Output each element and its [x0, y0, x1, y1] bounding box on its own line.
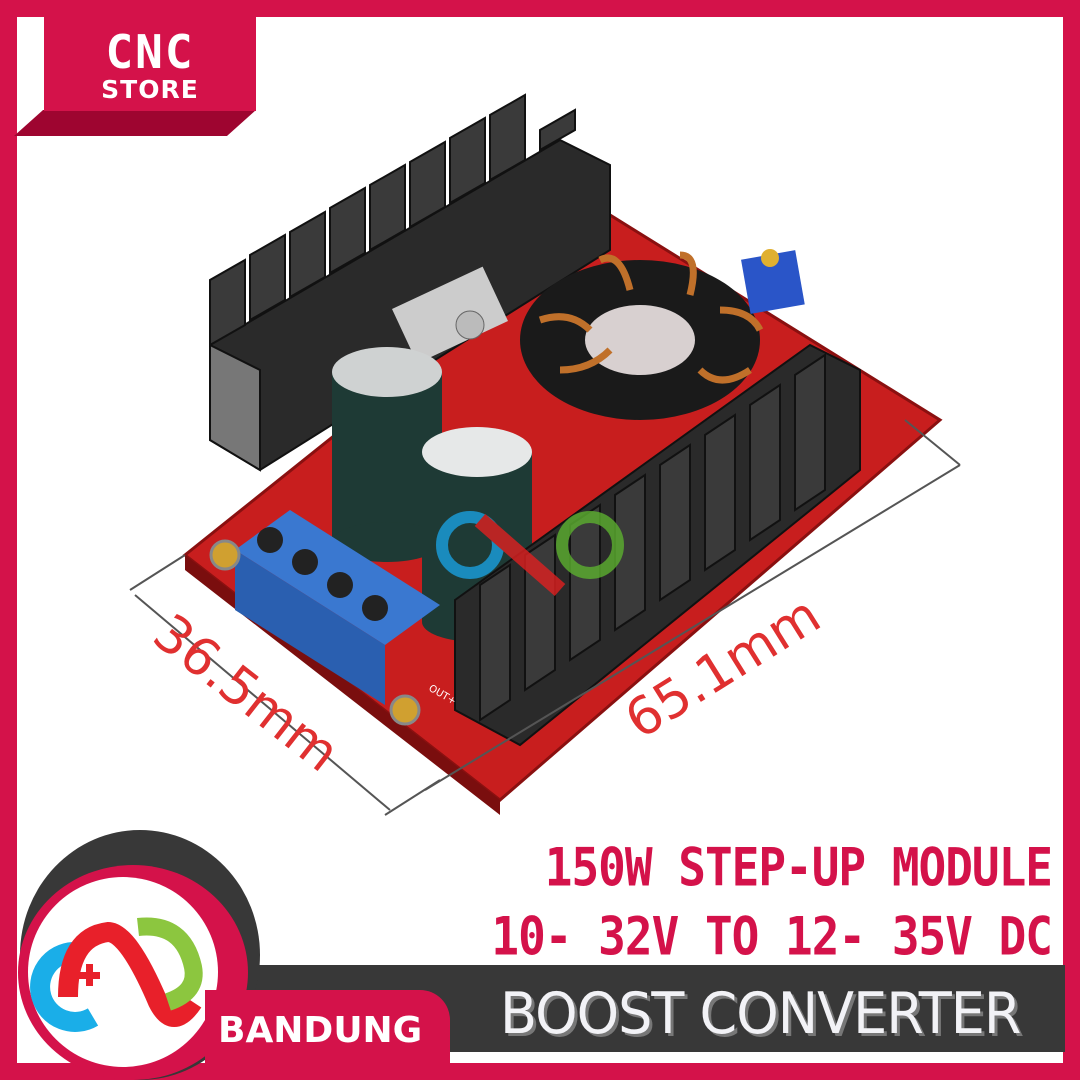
logo-line2: STORE	[101, 75, 199, 104]
watermark-logo	[436, 511, 624, 597]
logo-shadow	[14, 110, 256, 136]
city-label: BANDUNG	[218, 1010, 423, 1051]
headline-line2: 10- 32V TO 12- 35V DC	[491, 905, 1053, 968]
city-tab	[205, 990, 450, 1070]
dimension-lines	[129, 419, 961, 816]
headline-line1: 150W STEP-UP MODULE	[544, 836, 1053, 899]
category-label: BOOST CONVERTER	[500, 980, 1021, 1047]
logo-line1: CNC	[105, 25, 195, 79]
terminal-block	[235, 510, 440, 705]
infinity-logo-icon	[30, 917, 203, 1032]
heatsink-front	[454, 343, 861, 747]
store-logo: CNC STORE	[44, 15, 256, 111]
